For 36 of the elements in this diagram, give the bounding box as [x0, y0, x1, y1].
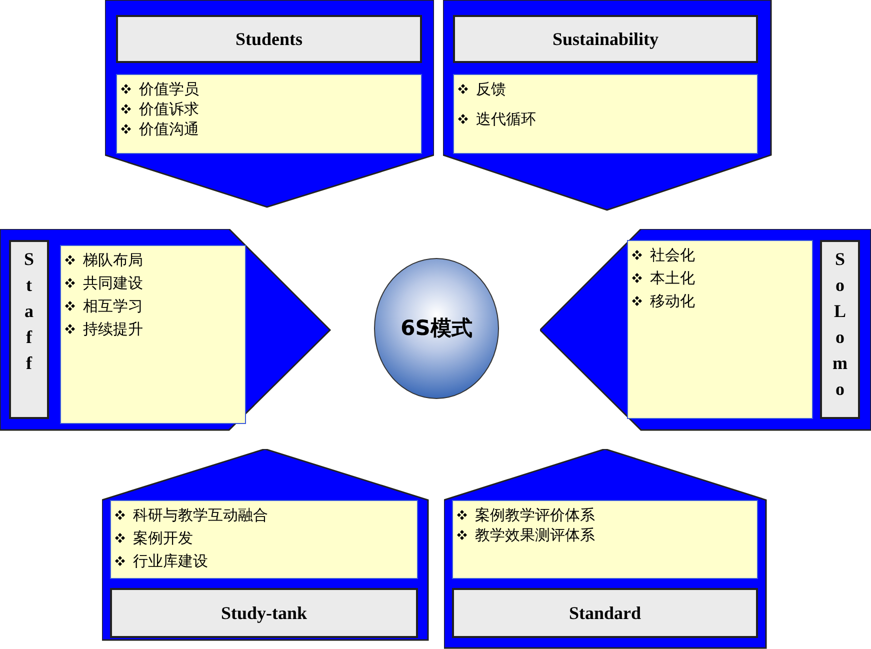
heading-text: SoLomo	[832, 248, 848, 401]
list-item: 案例教学评价体系	[475, 505, 595, 525]
list-panel	[60, 245, 246, 424]
heading-panel	[820, 240, 860, 419]
heading-panel	[452, 588, 758, 638]
heading-panel	[453, 15, 758, 63]
list-panel	[627, 240, 813, 419]
heading-text: Sustainability	[552, 28, 659, 51]
list-item: 移动化	[650, 291, 695, 311]
list-item: 迭代循环	[476, 109, 536, 129]
list-item: 价值学员	[139, 79, 199, 99]
list-item: 案例开发	[133, 528, 193, 548]
heading-text: Students	[235, 28, 303, 50]
list-panel	[452, 500, 758, 579]
list-item: 梯队布局	[83, 250, 143, 270]
list-item: 反馈	[476, 79, 506, 99]
heading-text: Study-tank	[220, 602, 308, 625]
list-item: 教学效果测评体系	[475, 525, 595, 545]
list-item: 社会化	[650, 245, 695, 265]
heading-panel	[110, 588, 418, 638]
list-item: 相互学习	[83, 296, 143, 316]
list-panel	[110, 500, 418, 579]
heading-text: Staff	[24, 248, 34, 375]
list-item: 行业库建设	[133, 551, 208, 571]
list-item: 价值沟通	[139, 119, 199, 139]
list-item: 持续提升	[83, 319, 143, 339]
center-title: 6S模式	[400, 314, 472, 342]
heading-text: Standard	[568, 602, 642, 624]
list-item: 价值诉求	[139, 99, 199, 119]
list-item: 共同建设	[83, 273, 143, 293]
list-item: 本土化	[650, 268, 695, 288]
list-panel	[453, 74, 758, 154]
list-item: 科研与教学互动融合	[133, 505, 268, 525]
list-panel	[116, 74, 422, 154]
heading-panel	[9, 240, 49, 419]
heading-panel	[116, 15, 422, 63]
